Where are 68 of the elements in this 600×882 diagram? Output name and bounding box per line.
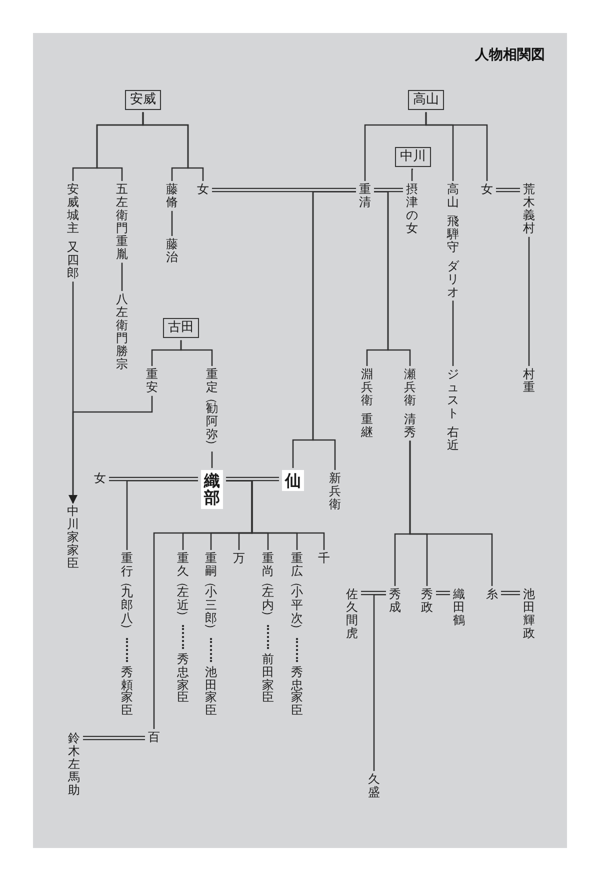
name-label: 重尚（左内） 前田家臣 (262, 552, 274, 704)
name-label: 池田輝政 (523, 588, 535, 640)
lineage-line (171, 210, 173, 236)
lineage-line (121, 262, 123, 291)
lineage-line (374, 190, 411, 366)
lineage-line (411, 168, 414, 181)
name-label: 重久（左近） 秀忠家臣 (177, 552, 189, 704)
title-text: 人物相関図 (475, 46, 545, 64)
name-label: 重嗣（小三郎） 池田家臣 (205, 552, 217, 718)
marriage-line (500, 590, 521, 596)
name-label: 摂津の女 (406, 183, 418, 235)
name-label: 織田鶴 (453, 588, 465, 627)
name-label: 安威城主 又四郎 (67, 183, 79, 280)
family-box: 高山 (408, 90, 444, 110)
marriage-line (82, 736, 146, 740)
name-label: 五左衛門重胤 (116, 183, 128, 261)
lineage-line (211, 450, 213, 468)
name-label: 瀬兵衛 清秀 (404, 368, 416, 439)
name-label: 中川家家臣 (67, 505, 79, 570)
marriage-line (108, 476, 199, 482)
family-box: 古田 (163, 318, 199, 338)
name-label: 秀成 (389, 588, 401, 614)
name-label: 藤脩 (166, 183, 178, 209)
lineage-line (180, 340, 213, 366)
marriage-line (495, 188, 521, 192)
name-label: 重安 (146, 368, 158, 394)
name-label: 久盛 (368, 773, 380, 799)
name-label: 秀政 (421, 588, 433, 614)
lineage-line (452, 300, 454, 366)
name-label: 重行（九郎八） 秀頼家臣 (121, 552, 133, 718)
name-label: ジュスト 右近 (447, 368, 459, 452)
name-label: 新兵衛 (329, 472, 341, 511)
lineage-line (425, 112, 488, 181)
lineage-line (312, 190, 356, 470)
name-label: 千 (318, 552, 330, 565)
lineage-line (409, 440, 493, 586)
marriage-line (211, 188, 357, 192)
name-label: 糸 (486, 588, 498, 601)
name-label: 淵兵衛 重継 (361, 368, 373, 439)
name-label: 重広（小平次） 秀忠家臣 (291, 552, 303, 718)
name-label: 女 (94, 472, 106, 485)
name-label: 村重 (523, 368, 535, 394)
name-label: 女 (481, 183, 493, 196)
name-label: 重清 (359, 183, 371, 209)
name-label: 重定（勧阿弥） (206, 368, 218, 450)
lineage-line (373, 594, 386, 771)
lineage-line (142, 112, 204, 181)
name-label: 八左衛門勝宗 (116, 293, 128, 371)
name-label: 佐久間虎 (346, 588, 358, 640)
marriage-line (225, 476, 280, 482)
marriage-line (435, 590, 451, 596)
name-label: 鈴木左馬助 (68, 732, 80, 797)
name-label: 百 (148, 731, 160, 744)
family-box: 安威 (125, 90, 161, 110)
family-box: 中川 (395, 147, 431, 168)
name-label: 荒木義村 (523, 183, 535, 235)
marriage-line (373, 188, 404, 192)
lineage-line (528, 236, 530, 366)
highlighted-name: 織部 (201, 470, 223, 509)
name-label: 藤治 (166, 238, 178, 264)
name-label: 高山 飛騨守 ダリオ (447, 183, 459, 299)
arrow (68, 396, 153, 504)
marriage-line (360, 590, 387, 596)
name-label: 女 (197, 183, 209, 196)
lineage-line (126, 480, 198, 550)
highlighted-name: 仙 (282, 470, 304, 492)
lineage-line (153, 480, 253, 729)
name-label: 万 (233, 552, 245, 565)
